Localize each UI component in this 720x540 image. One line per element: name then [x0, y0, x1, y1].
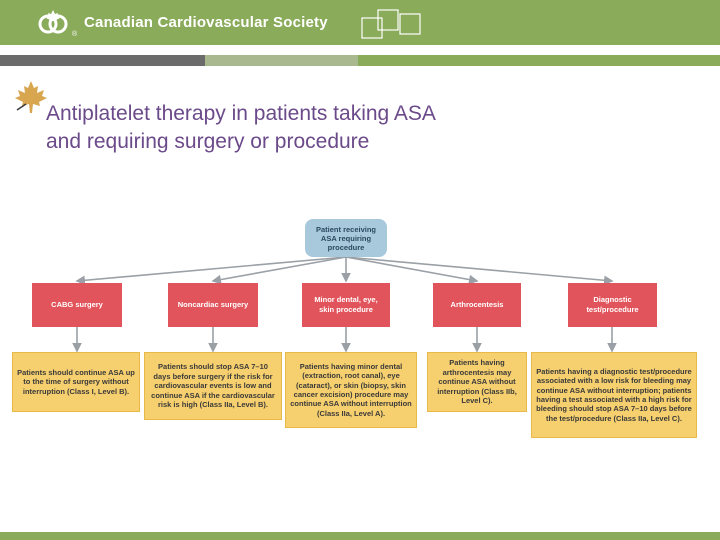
category-label: Minor dental, eye, skin procedure	[314, 295, 378, 314]
maple-leaf-icon	[15, 81, 47, 113]
recommendation-text: Patients should continue ASA up to the t…	[17, 367, 135, 396]
decorative-squares-icon	[361, 9, 421, 39]
header-bar: ® Canadian Cardiovascular Society	[0, 0, 720, 45]
category-label: CABG surgery	[51, 300, 103, 309]
recommendation-diagnostic: Patients having a diagnostic test/proced…	[531, 352, 697, 438]
category-label: Arthrocentesis	[450, 300, 504, 309]
footer-bar	[0, 532, 720, 540]
category-cabg: CABG surgery	[32, 283, 122, 327]
page-title: Antiplatelet therapy in patients taking …	[46, 100, 606, 156]
recommendation-cabg: Patients should continue ASA up to the t…	[12, 352, 140, 412]
category-label: Noncardiac surgery	[177, 300, 249, 309]
stripe-green	[358, 55, 720, 66]
arrow-to-cabg	[75, 256, 347, 286]
category-minor-procedure: Minor dental, eye, skin procedure	[302, 283, 390, 327]
title-line-1: Antiplatelet therapy in patients taking …	[46, 102, 436, 125]
recommendation-text: Patients having arthrocentesis may conti…	[437, 358, 517, 406]
arrow-to-diagnostic	[345, 256, 614, 286]
recommendation-text: Patients having a diagnostic test/proced…	[536, 366, 692, 423]
recommendation-noncardiac: Patients should stop ASA 7–10 days befor…	[144, 352, 282, 420]
root-node: Patient receiving ASA requiring procedur…	[305, 219, 387, 257]
category-arthrocentesis: Arthrocentesis	[433, 283, 521, 327]
recommendation-text: Patients should stop ASA 7–10 days befor…	[151, 362, 275, 410]
stripe-light-green	[205, 55, 358, 66]
recommendation-text: Patients having minor dental (extraction…	[290, 361, 412, 418]
society-name: Canadian Cardiovascular Society	[84, 14, 328, 31]
society-logo-icon	[38, 10, 68, 34]
root-node-text: Patient receiving ASA requiring procedur…	[315, 224, 377, 252]
recommendation-arthrocentesis: Patients having arthrocentesis may conti…	[427, 352, 527, 412]
arrow-to-noncardiac	[211, 256, 347, 285]
title-line-2: and requiring surgery or procedure	[46, 130, 370, 153]
recommendation-minor-procedure: Patients having minor dental (extraction…	[285, 352, 417, 428]
stripe-gray	[0, 55, 205, 66]
registered-mark: ®	[72, 31, 78, 38]
arrow-to-arthrocentesis	[345, 256, 479, 285]
category-diagnostic: Diagnostic test/procedure	[568, 283, 657, 327]
category-noncardiac: Noncardiac surgery	[168, 283, 258, 327]
category-label: Diagnostic test/procedure	[586, 295, 639, 314]
